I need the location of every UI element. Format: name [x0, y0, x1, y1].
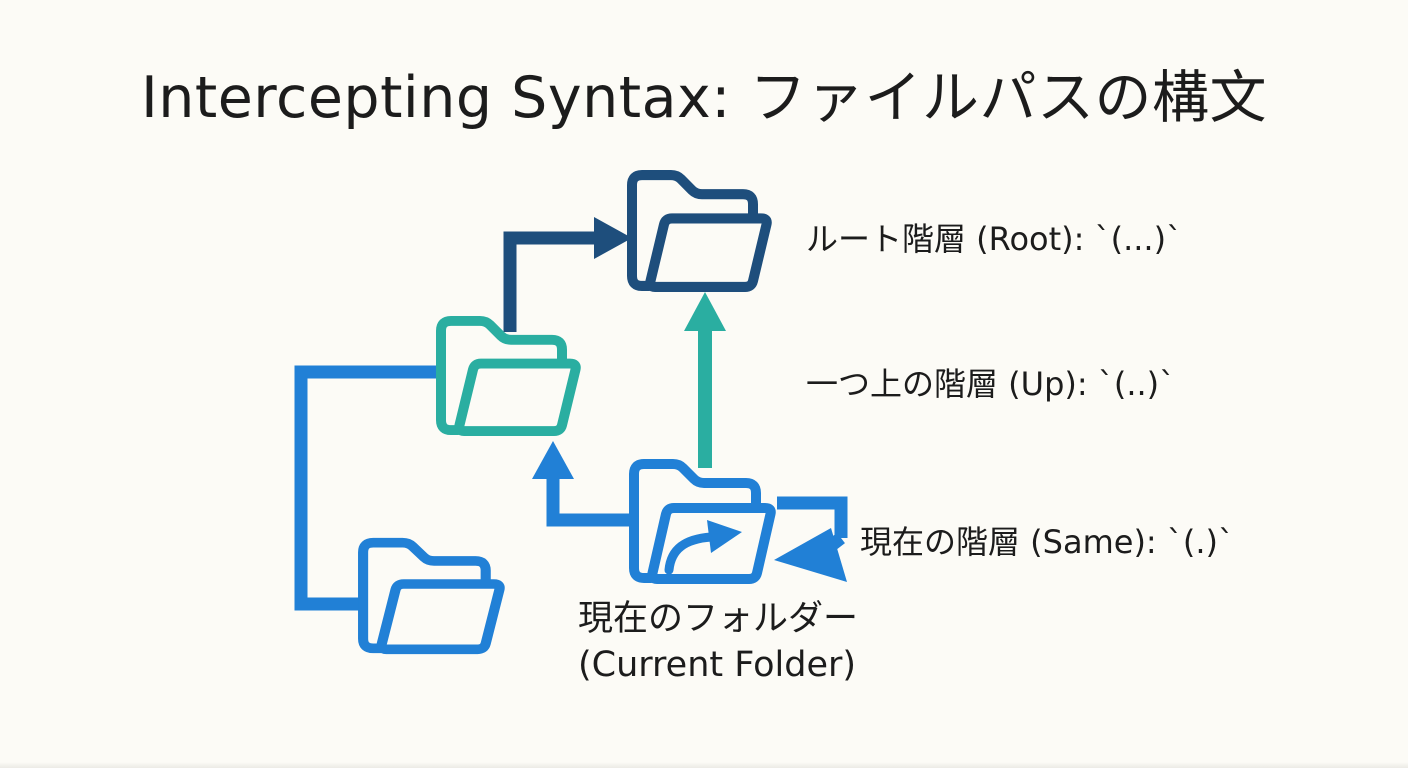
parent-child-connector [294, 365, 438, 611]
up-to-parent-arrow-icon [532, 441, 632, 527]
root-folder-icon [627, 170, 772, 292]
current-folder-icon [629, 459, 776, 584]
root-arrow-icon [503, 217, 632, 332]
label-current-folder: 現在のフォルダー (Current Folder) [578, 597, 858, 688]
label-up-syntax: 一つ上の階層 (Up): `(..)` [806, 365, 1176, 403]
self-loop-arrow-icon [774, 496, 848, 582]
up-two-arrow-icon [684, 292, 726, 468]
label-current-folder-en: (Current Folder) [578, 644, 857, 685]
label-current-folder-jp: 現在のフォルダー [578, 599, 859, 639]
parent-folder-icon [436, 315, 581, 437]
shortcut-arrow-icon [664, 520, 742, 575]
sibling-folder-icon [358, 537, 505, 655]
page-title: Intercepting Syntax: ファイルパスの構文 [140, 65, 1268, 131]
label-root-syntax: ルート階層 (Root): `(...)` [806, 220, 1183, 258]
label-same-syntax: 現在の階層 (Same): `(.)` [860, 523, 1235, 561]
